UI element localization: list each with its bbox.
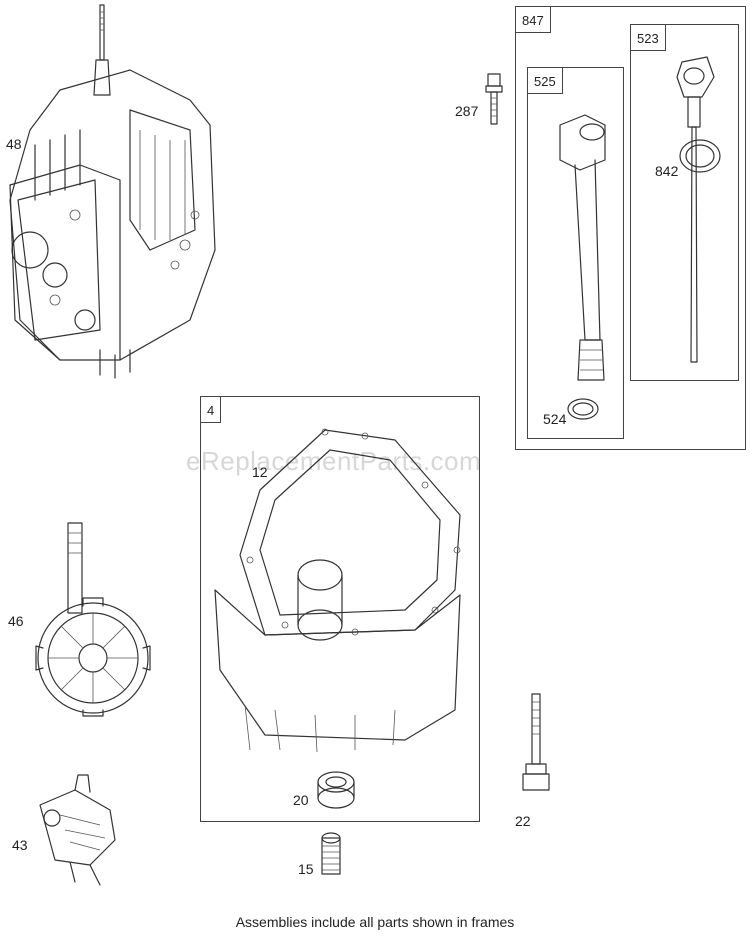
o-ring-524-drawing <box>567 398 599 420</box>
bolt-287-drawing <box>485 73 503 125</box>
bolt-22-drawing <box>522 693 550 791</box>
oil-seal-20-drawing <box>317 771 355 809</box>
callout-287: 287 <box>455 103 479 119</box>
frame-847: 847 <box>515 6 746 450</box>
frame-523-label: 523 <box>631 25 666 51</box>
plug-15-drawing <box>321 832 341 875</box>
governor-bracket-drawing <box>39 774 116 886</box>
callout-12: 12 <box>252 464 268 480</box>
cylinder-block-drawing <box>9 4 216 379</box>
frame-525: 525 <box>527 67 624 439</box>
footer-note: Assemblies include all parts shown in fr… <box>235 914 515 930</box>
dipstick-tube-drawing <box>559 114 606 381</box>
frame-523: 523 <box>630 24 739 381</box>
callout-20: 20 <box>293 792 309 808</box>
callout-48: 48 <box>6 136 22 152</box>
callout-842: 842 <box>655 163 679 179</box>
frame-847-label: 847 <box>516 7 551 33</box>
callout-15: 15 <box>298 861 314 877</box>
callout-524: 524 <box>543 411 567 427</box>
callout-22: 22 <box>515 813 531 829</box>
callout-46: 46 <box>8 613 24 629</box>
sump-drawing <box>214 428 461 753</box>
callout-43: 43 <box>12 837 28 853</box>
frame-525-label: 525 <box>528 68 563 94</box>
seal-ring-842-drawing <box>679 139 721 173</box>
camshaft-gear-drawing <box>35 522 151 717</box>
frame-4-label: 4 <box>201 397 222 423</box>
frame-4: 4 <box>200 396 480 822</box>
dipstick-drawing <box>676 56 715 363</box>
